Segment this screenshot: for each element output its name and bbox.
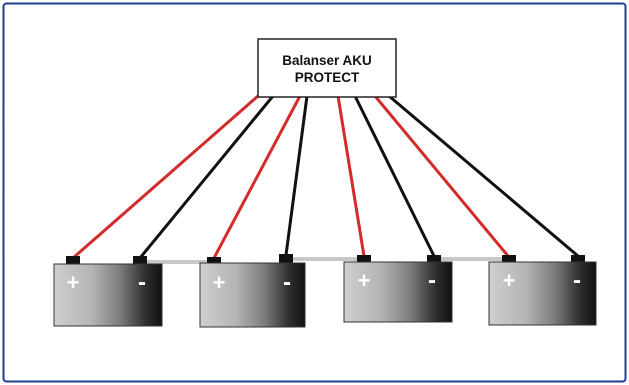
battery-terminal-positive xyxy=(207,257,221,267)
balancer-title-line2: PROTECT xyxy=(295,70,360,85)
battery-terminal-negative xyxy=(427,255,441,265)
battery-plus-label: + xyxy=(213,270,226,295)
battery-terminal-negative xyxy=(571,255,585,265)
battery-body xyxy=(53,263,163,327)
series-links xyxy=(141,257,508,264)
battery-terminal-negative xyxy=(133,256,147,266)
battery-4: + - xyxy=(488,255,597,326)
battery-minus-label: - xyxy=(428,267,436,294)
wire-negative-2 xyxy=(284,95,309,256)
wire-positive-4 xyxy=(373,95,510,257)
battery-terminal-positive xyxy=(66,256,80,266)
balancer-title-line1: Balanser AKU xyxy=(282,53,372,68)
battery-terminal-positive xyxy=(502,255,516,265)
balancer-wires xyxy=(72,94,579,260)
battery-terminal-negative xyxy=(279,254,293,264)
balancer-box: Balanser AKU PROTECT xyxy=(257,38,397,98)
battery-2: + - xyxy=(199,254,306,328)
battery-minus-label: - xyxy=(283,269,291,296)
battery-plus-label: + xyxy=(358,268,371,293)
battery-terminal-positive xyxy=(357,255,371,265)
wire-positive-2 xyxy=(212,95,302,259)
wire-positive-3 xyxy=(336,95,366,257)
wire-negative-4 xyxy=(388,94,579,258)
wire-positive-1 xyxy=(72,94,259,260)
battery-3: + - xyxy=(343,255,453,323)
battery-plus-label: + xyxy=(503,268,516,293)
battery-plus-label: + xyxy=(67,270,80,295)
wire-negative-3 xyxy=(353,95,436,257)
battery-minus-label: - xyxy=(573,267,581,294)
battery-1: + - xyxy=(53,256,163,327)
battery-minus-label: - xyxy=(138,269,146,296)
battery-body xyxy=(343,261,453,323)
battery-body xyxy=(199,262,306,328)
wire-negative-1 xyxy=(138,95,275,259)
battery-body xyxy=(488,261,597,326)
